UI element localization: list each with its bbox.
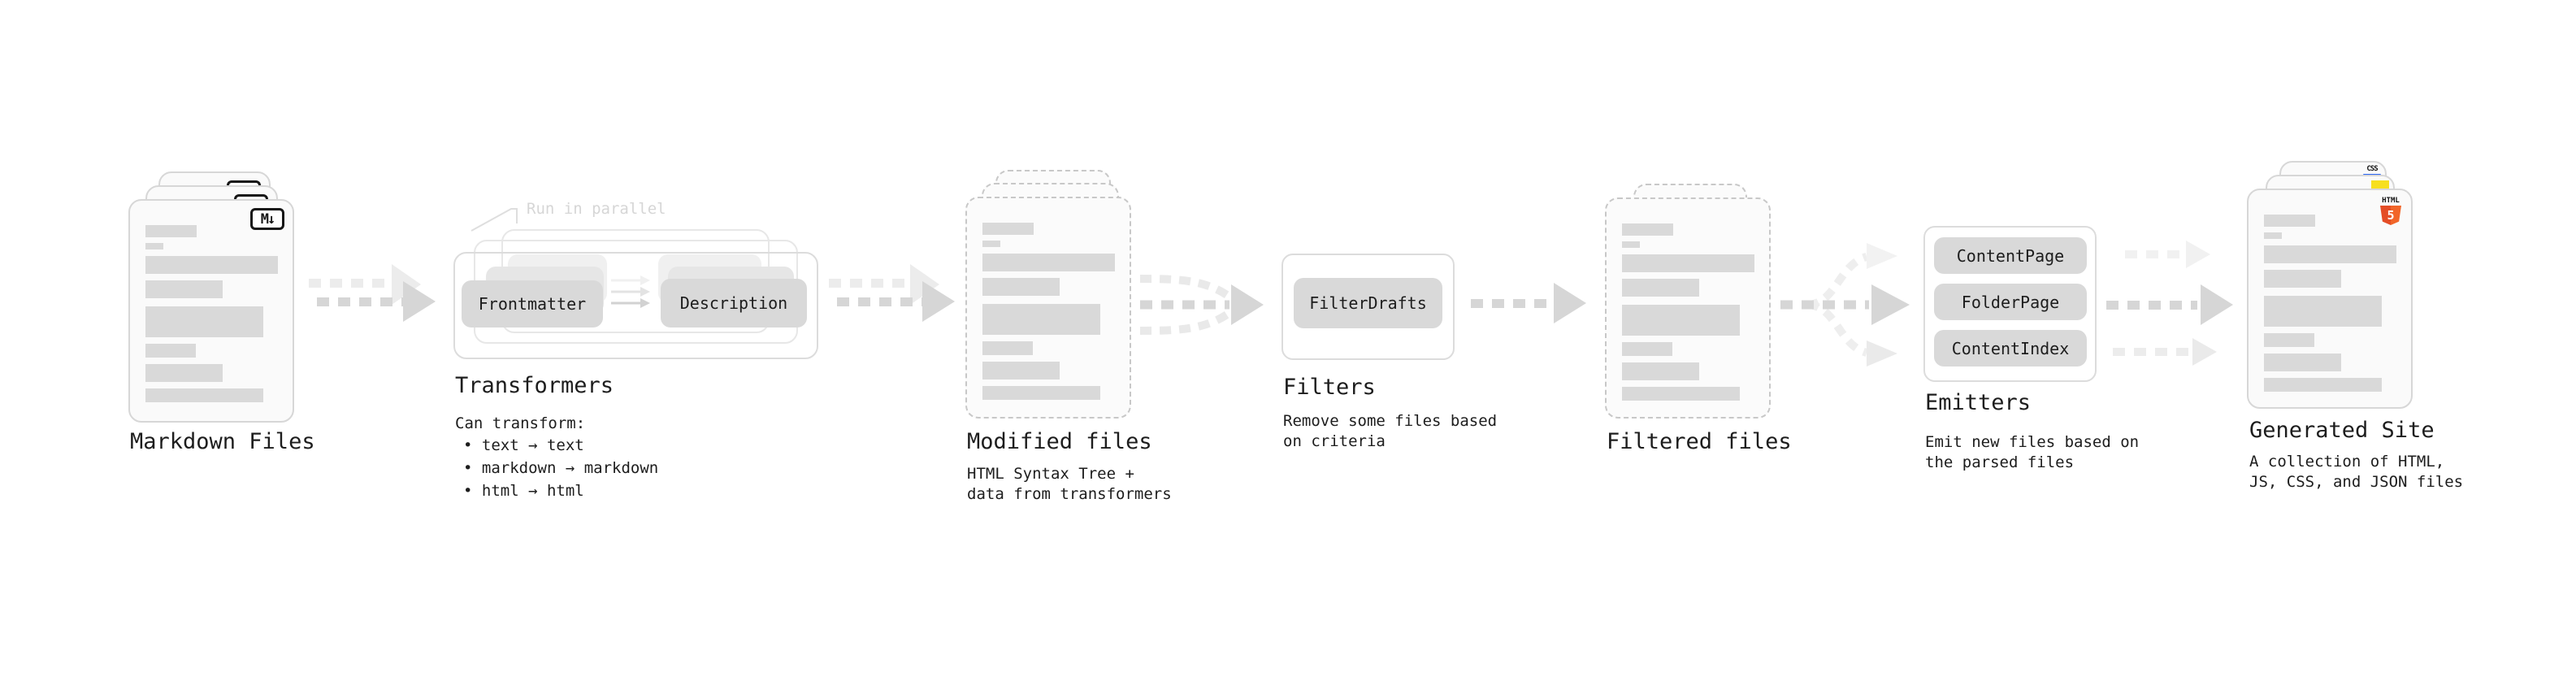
generated-site-title: Generated Site: [2249, 418, 2435, 443]
emitter-folder-page-step: FolderPage: [1934, 284, 2087, 320]
emitters-title: Emitters: [1925, 390, 2032, 415]
arrow-head-icon: [2186, 241, 2210, 268]
flow-arrow-converge: [1139, 275, 1264, 335]
arrow-head-icon: [1867, 340, 1897, 367]
flow-arrow-diverge: [1780, 243, 1910, 367]
callout-line: [471, 208, 518, 232]
markdown-icon: M↓: [250, 208, 284, 230]
transformers-subtitle: Can transform:: [455, 414, 586, 432]
emitter-content-index-step: ContentIndex: [1934, 330, 2087, 367]
modified-files-title: Modified files: [967, 429, 1152, 454]
transformer-frontmatter-step: Frontmatter: [462, 280, 603, 327]
emitter-content-page-step: ContentPage: [1934, 237, 2087, 274]
arrow-head-icon: [1871, 284, 1910, 325]
dashed-arrow-line: [2125, 250, 2186, 258]
transformers-capabilities-list: • text → text • markdown → markdown • ht…: [463, 436, 659, 500]
file-content-placeholder: [1607, 199, 1769, 417]
arrow-head-icon: [1554, 283, 1586, 323]
dashed-arrow-line: [837, 297, 922, 306]
file-content-placeholder: [967, 198, 1130, 417]
filter-drafts-step: FilterDrafts: [1294, 278, 1442, 328]
arrow-head-icon: [1231, 284, 1264, 325]
dashed-arrow-line: [829, 279, 910, 288]
arrow-head-icon: [403, 281, 436, 322]
arrow-head-icon: [2192, 338, 2217, 366]
arrow-head-icon: [1867, 243, 1897, 269]
arrow-head-icon: [2201, 284, 2233, 325]
dashed-arrow-line: [2113, 348, 2192, 356]
markdown-file-card-front: M↓: [128, 199, 294, 423]
filtered-files-title: Filtered files: [1607, 429, 1792, 454]
css-icon-label: CSS: [2366, 165, 2378, 173]
js-icon: [2371, 180, 2389, 191]
html5-icon: HTML 5: [2379, 197, 2402, 225]
run-in-parallel-annotation: Run in parallel: [527, 200, 666, 218]
filters-title: Filters: [1283, 375, 1376, 400]
emitters-description: Emit new files based on the parsed files: [1925, 433, 2140, 471]
generated-site-description: A collection of HTML, JS, CSS, and JSON …: [2249, 453, 2464, 491]
transformer-layer-box-front: [453, 252, 818, 359]
modified-files-description: HTML Syntax Tree + data from transformer…: [967, 465, 1172, 503]
dashed-arrow-line: [317, 297, 403, 306]
dashed-arrow-line: [1471, 299, 1552, 308]
html5-icon-shield: 5: [2380, 206, 2401, 225]
modified-file-card-front: [965, 197, 1131, 419]
markdown-files-title: Markdown Files: [130, 429, 315, 454]
transformer-description-step: Description: [661, 279, 807, 327]
arrow-head-icon: [922, 281, 955, 322]
dashed-arrow-line: [309, 279, 392, 288]
file-content-placeholder: [2249, 190, 2411, 407]
html5-icon-number: 5: [2387, 208, 2395, 223]
transformers-title: Transformers: [455, 373, 614, 398]
dashed-arrow-line: [2106, 301, 2197, 310]
file-content-placeholder: [130, 201, 293, 421]
html5-icon-word: HTML: [2382, 197, 2400, 205]
parallel-step-arrows-icon: [611, 275, 650, 308]
generated-file-card-html: HTML 5: [2247, 189, 2413, 409]
filtered-file-card-front: [1605, 197, 1771, 419]
filters-description: Remove some files based on criteria: [1283, 412, 1498, 450]
